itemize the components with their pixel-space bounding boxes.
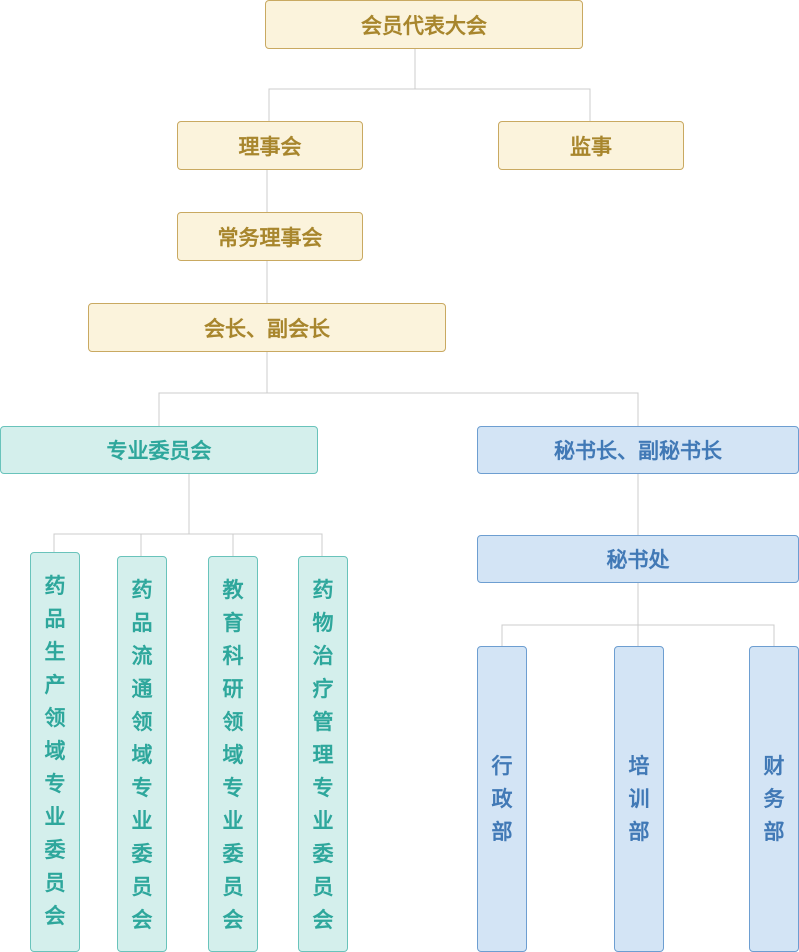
vertical-label-char: 委 (222, 842, 244, 866)
secretary-general-box: 秘书长、副秘书长 (477, 426, 799, 474)
vertical-label-char: 务 (763, 786, 785, 811)
vertical-label-char: 领 (222, 710, 244, 734)
vertical-label-char: 政 (491, 786, 513, 811)
vertical-label-char: 员 (222, 875, 244, 899)
standing-council-box: 常务理事会 (177, 212, 363, 261)
vertical-label-char: 生 (44, 640, 66, 664)
vertical-label-char: 品 (131, 611, 153, 635)
vertical-label-char: 疗 (312, 677, 334, 701)
vertical-label-char: 业 (312, 809, 334, 833)
committee-item: 药物治疗管理专业委员会 (298, 556, 348, 952)
vertical-label-char: 流 (131, 644, 153, 668)
vertical-label-char: 训 (628, 786, 650, 811)
vertical-label-char: 管 (312, 710, 334, 734)
vertical-label-char: 委 (131, 842, 153, 866)
vertical-label-char: 教 (222, 578, 244, 602)
vertical-label-char: 业 (131, 809, 153, 833)
vertical-label-char: 部 (628, 819, 650, 844)
vertical-label-char: 领 (44, 706, 66, 730)
committee-item: 教育科研领域专业委员会 (208, 556, 258, 952)
vertical-label-char: 产 (44, 673, 66, 697)
assembly-box: 会员代表大会 (265, 0, 583, 49)
vertical-label-char: 理 (312, 743, 334, 767)
committee-item: 药品生产领域专业委员会 (30, 552, 80, 952)
vertical-label-char: 培 (628, 753, 650, 778)
vertical-label-char: 会 (222, 908, 244, 932)
department-item: 行政部 (477, 646, 527, 952)
vertical-label-char: 育 (222, 611, 244, 635)
vertical-label-char: 治 (312, 644, 334, 668)
vertical-label-char: 部 (491, 819, 513, 844)
vertical-label-char: 物 (312, 611, 334, 635)
vertical-label-char: 会 (131, 908, 153, 932)
department-item: 培训部 (614, 646, 664, 952)
committees-box: 专业委员会 (0, 426, 318, 474)
vertical-label-char: 行 (491, 753, 513, 778)
vertical-label-char: 专 (44, 772, 66, 796)
vertical-label-char: 员 (131, 875, 153, 899)
vertical-label-char: 业 (44, 805, 66, 829)
vertical-label-char: 通 (131, 677, 153, 701)
vertical-label-char: 部 (763, 819, 785, 844)
vertical-label-char: 专 (312, 776, 334, 800)
vertical-label-char: 药 (44, 574, 66, 598)
vertical-label-char: 域 (131, 743, 153, 767)
vertical-label-char: 药 (312, 578, 334, 602)
president-box: 会长、副会长 (88, 303, 446, 352)
vertical-label-char: 专 (131, 776, 153, 800)
vertical-label-char: 会 (312, 908, 334, 932)
vertical-label-char: 会 (44, 904, 66, 928)
vertical-label-char: 品 (44, 607, 66, 631)
vertical-label-char: 委 (312, 842, 334, 866)
vertical-label-char: 员 (44, 871, 66, 895)
supervisor-box: 监事 (498, 121, 684, 170)
vertical-label-char: 员 (312, 875, 334, 899)
vertical-label-char: 领 (131, 710, 153, 734)
secretariat-box: 秘书处 (477, 535, 799, 583)
vertical-label-char: 专 (222, 776, 244, 800)
vertical-label-char: 财 (763, 753, 785, 778)
vertical-label-char: 委 (44, 838, 66, 862)
council-box: 理事会 (177, 121, 363, 170)
vertical-label-char: 研 (222, 677, 244, 701)
vertical-label-char: 域 (44, 739, 66, 763)
vertical-label-char: 科 (222, 644, 244, 668)
vertical-label-char: 业 (222, 809, 244, 833)
vertical-label-char: 域 (222, 743, 244, 767)
committee-item: 药品流通领域专业委员会 (117, 556, 167, 952)
vertical-label-char: 药 (131, 578, 153, 602)
department-item: 财务部 (749, 646, 799, 952)
